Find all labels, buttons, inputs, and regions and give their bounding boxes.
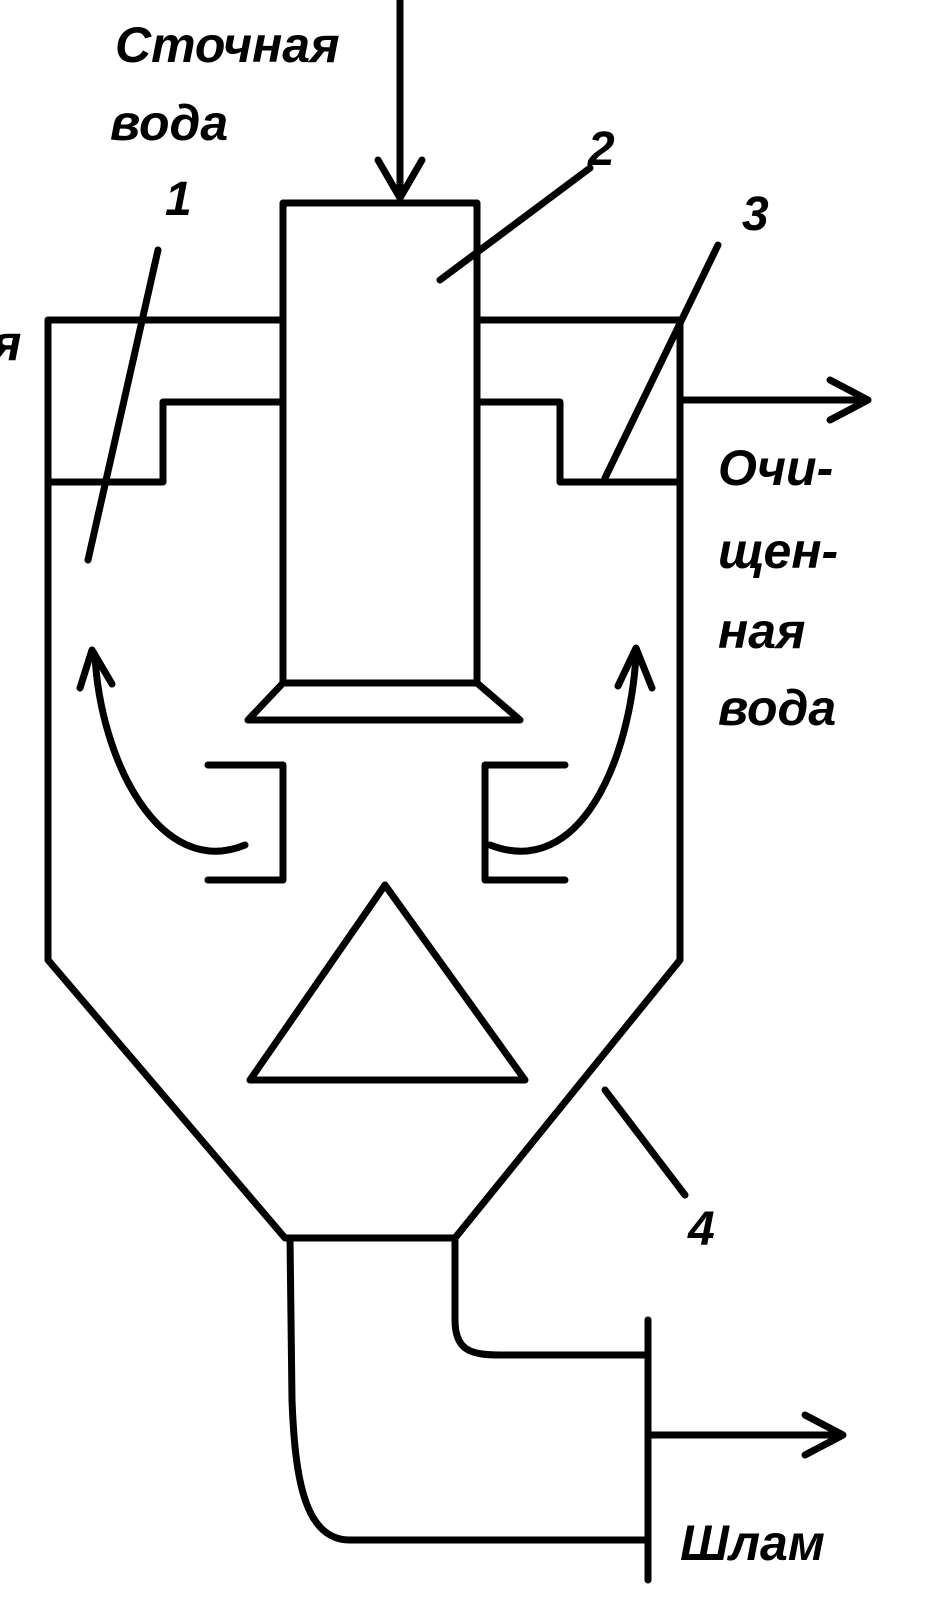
inlet-arrow [374,0,426,202]
tank-body [44,316,684,1242]
flow-arrow-left [76,646,249,855]
leader-line-3 [601,241,722,482]
outlet-label-line3: ная [718,603,805,659]
deflector-cone [244,679,524,724]
sludge-arrow [646,1411,847,1459]
callout-1: 1 [165,173,192,226]
baffle-left [204,761,287,884]
sludge-pipe [286,1234,652,1584]
baffle-right [481,761,569,884]
leader-line-1 [84,246,162,564]
outlet-label-line2: щен- [718,523,838,579]
inlet-label-line2: вода [110,95,228,151]
callout-3: 3 [742,188,769,241]
distribution-cone [246,881,529,1084]
sludge-label: Шлам [680,1515,825,1571]
flow-arrow-right [486,644,656,855]
callout-4: 4 [687,1203,715,1256]
inlet-label-line1: Сточная [115,17,340,73]
left-edge-fragment: я [0,315,21,371]
outlet-label-line1: Очи- [718,440,833,496]
outlet-arrow [676,376,872,424]
collecting-trough [44,398,684,486]
leader-line-2 [436,164,594,284]
outlet-label-line4: вода [718,680,836,736]
leader-line-4 [601,1086,689,1199]
callout-2: 2 [587,123,615,176]
